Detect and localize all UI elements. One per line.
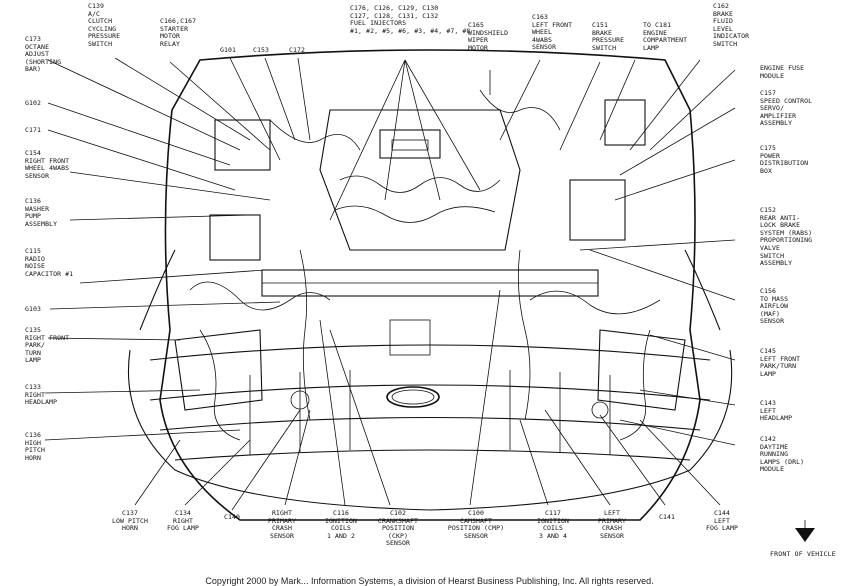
- label-c117-ignition-coils: C117 IGNITION COILS 3 AND 4: [536, 509, 570, 540]
- label-c141: C141: [658, 513, 676, 521]
- label-g103: G103: [25, 305, 42, 313]
- label-c102-ckp-sensor: C102 CRANKSHAFT POSITION (CKP) SENSOR: [377, 509, 419, 548]
- label-c154-rf-wheel-sensor: C154 RIGHT FRONT WHEEL 4WABS SENSOR: [25, 149, 70, 180]
- front-of-vehicle-label: FRONT OF VEHICLE: [770, 550, 836, 558]
- label-left-crash-sensor: LEFT PRIMARY CRASH SENSOR: [597, 509, 627, 540]
- label-c156-maf-sensor: C156 TO MASS AIRFLOW (MAF) SENSOR: [760, 287, 789, 326]
- label-c163-lf-wheel-sensor: C163 LEFT FRONT WHEEL 4WABS SENSOR: [532, 13, 573, 52]
- label-c139-ac-clutch-switch: C139 A/C CLUTCH CYCLING PRESSURE SWITCH: [88, 2, 121, 48]
- label-c136-washer-pump: C136 WASHER PUMP ASSEMBLY: [25, 197, 58, 228]
- label-c173-octane-adjust: C173 OCTANE ADJUST (SHORTING BAR): [25, 35, 62, 74]
- label-c165-wiper-motor: C165 WINDSHIELD WIPER MOTOR: [468, 21, 509, 52]
- label-g101: G101: [220, 46, 237, 54]
- label-c151-brake-pressure-switch: C151 BRAKE PRESSURE SWITCH: [592, 21, 625, 52]
- label-c152-rabs-valve: C152 REAR ANTI- LOCK BRAKE SYSTEM (RABS)…: [760, 206, 813, 268]
- leader-lines: [44, 57, 736, 511]
- vehicle-outline: [127, 49, 733, 521]
- label-c134-right-fog-lamp: C134 RIGHT FOG LAMP: [166, 509, 200, 533]
- label-c172: C172: [289, 46, 306, 54]
- label-c153: C153: [253, 46, 270, 54]
- label-c157-speed-control: C157 SPEED CONTROL SERVO/ AMPLIFIER ASSE…: [760, 89, 813, 128]
- label-c133-right-headlamp: C133 RIGHT HEADLAMP: [25, 383, 58, 407]
- label-c142-drl-module: C142 DAYTIME RUNNING LAMPS (DRL) MODULE: [760, 435, 805, 474]
- label-fuel-injectors: C176, C126, C129, C130 C127, C128, C131,…: [350, 4, 471, 35]
- copyright-line: Copyright 2000 by Mark... Information Sy…: [205, 576, 654, 586]
- label-g102: G102: [25, 99, 42, 107]
- label-engine-fuse-module: ENGINE FUSE MODULE: [760, 64, 805, 80]
- label-c145-lf-park-lamp: C145 LEFT FRONT PARK/TURN LAMP: [760, 347, 801, 378]
- label-c100-cmp-sensor: C100 CAMSHAFT POSITION (CMP) SENSOR: [447, 509, 505, 540]
- label-right-crash-sensor: RIGHT PRIMARY CRASH SENSOR: [267, 509, 297, 540]
- label-c143-left-headlamp: C143 LEFT HEADLAMP: [760, 399, 793, 423]
- label-engine-compartment-lamp: TO C181 ENGINE COMPARTMENT LAMP: [643, 21, 688, 52]
- label-c137-low-pitch-horn: C137 LOW PITCH HORN: [111, 509, 149, 533]
- label-c116-ignition-coils: C116 IGNITION COILS 1 AND 2: [324, 509, 358, 540]
- label-c115-radio-capacitor: C115 RADIO NOISE CAPACITOR #1: [25, 247, 74, 278]
- label-c144-left-fog-lamp: C144 LEFT FOG LAMP: [705, 509, 739, 533]
- label-c140: C140: [223, 513, 241, 521]
- label-c166-starter-relay: C166,C167 STARTER MOTOR RELAY: [160, 17, 197, 48]
- front-arrow-icon: [795, 520, 815, 542]
- label-c136-high-pitch-horn: C136 HIGH PITCH HORN: [25, 431, 46, 462]
- label-c135-rf-park-lamp: C135 RIGHT FRONT PARK/ TURN LAMP: [25, 326, 70, 365]
- label-c162-brake-fluid-switch: C162 BRAKE FLUID LEVEL INDICATOR SWITCH: [713, 2, 750, 48]
- label-c171: C171: [25, 126, 42, 134]
- label-c175-power-distribution: C175 POWER DISTRIBUTION BOX: [760, 144, 809, 175]
